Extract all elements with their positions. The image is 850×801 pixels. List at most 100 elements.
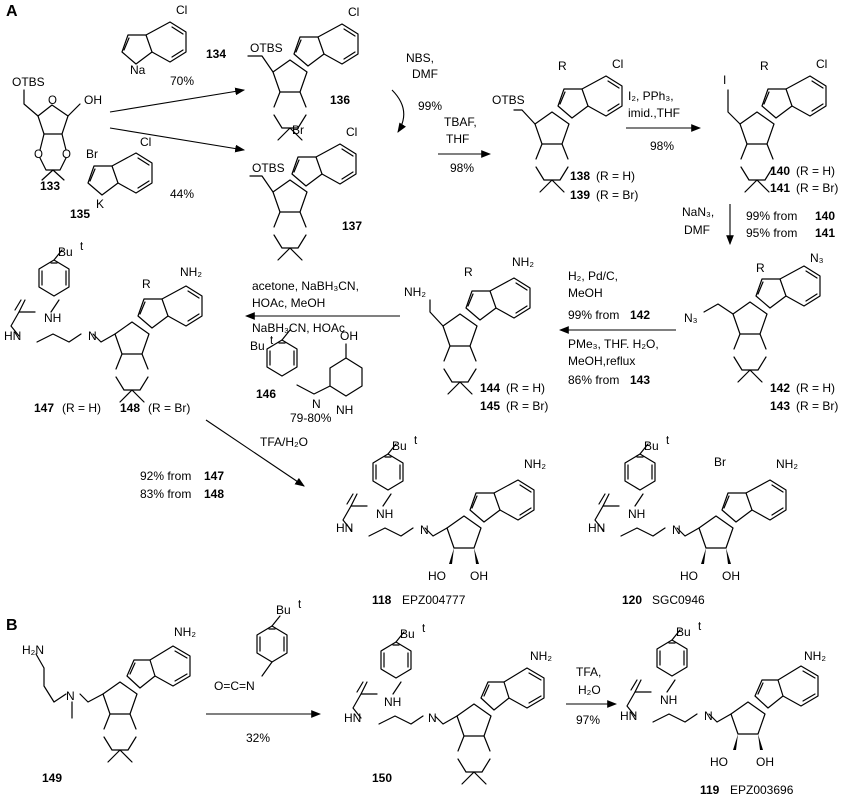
compound-118-structure: NH₂ Bu t NH HN N HO OH <box>336 435 546 583</box>
isocyanate-reagent-structure: Bu t O=C=N <box>214 599 302 693</box>
atom-n3: N₃ <box>684 311 698 325</box>
compound-149-structure: NH₂ H₂N N <box>22 625 196 763</box>
atom-bu: Bu <box>400 627 415 641</box>
compound-136-structure: OTBS Cl <box>247 5 359 141</box>
atom-ho: HO <box>710 755 728 769</box>
condition-nbs: NBS, <box>406 51 434 65</box>
atom-t: t <box>298 599 302 611</box>
atom-bu: Bu <box>58 245 73 259</box>
name-epz003696: EPZ003696 <box>730 783 794 797</box>
compound-label-149: 149 <box>42 771 62 785</box>
condition-nan3: NaN₃, <box>682 205 714 219</box>
atom-nh2: NH₂ <box>512 255 534 269</box>
atom-t: t <box>270 335 274 347</box>
compound-ref-140: 140 <box>815 209 835 223</box>
yield-98a: 98% <box>450 161 474 175</box>
compound-150-structure: NH₂ Bu t NH HN N <box>344 623 552 785</box>
atom-k: K <box>96 197 104 211</box>
atom-otbs: OTBS <box>12 75 45 89</box>
atom-oh: OH <box>470 569 488 583</box>
yield-95-from: 95% from <box>746 226 797 240</box>
arrow-136-to-137 <box>391 89 406 133</box>
atom-nh2: NH₂ <box>530 649 552 663</box>
compound-label-136: 136 <box>330 93 350 107</box>
atom-nh2: NH₂ <box>524 457 546 471</box>
compound-label-145: 145 <box>480 399 500 413</box>
arrow-133-to-137 <box>109 127 246 153</box>
compound-label-144: 144 <box>480 381 500 395</box>
atom-nh: NH <box>660 693 677 707</box>
atom-n: N <box>428 711 437 725</box>
compound-ref-148: 148 <box>204 487 224 501</box>
r-label-br: (R = Br) <box>148 401 190 415</box>
compound-label-133: 133 <box>40 179 60 193</box>
atom-n: N <box>420 523 429 537</box>
atom-i: I <box>723 73 726 87</box>
atom-nh: NH <box>44 311 61 325</box>
atom-r: R <box>558 59 567 73</box>
r-label-h: (R = H) <box>596 169 635 183</box>
atom-o: O <box>34 149 43 161</box>
condition-dmf2: DMF <box>684 223 710 237</box>
condition-h2o-b: H₂O <box>578 683 601 697</box>
yield-98b: 98% <box>650 139 674 153</box>
compound-146-structure: Bu t OH N NH <box>250 329 363 417</box>
compound-label-134: 134 <box>206 47 226 61</box>
r-label-h: (R = H) <box>62 401 101 415</box>
compound-134-structure <box>121 21 187 65</box>
yield-44: 44% <box>170 187 194 201</box>
r-label-h: (R = H) <box>796 164 835 178</box>
yield-97: 97% <box>576 713 600 727</box>
atom-na: Na <box>130 63 146 77</box>
compound-ref-143: 143 <box>630 373 650 387</box>
compound-140-141-structure: I R Cl <box>723 57 827 193</box>
atom-n: N <box>672 523 681 537</box>
atom-t: t <box>422 623 426 635</box>
yield-79-80: 79-80% <box>290 411 332 425</box>
atom-nh2: NH₂ <box>804 649 826 663</box>
compound-label-142: 142 <box>770 381 790 395</box>
atom-nh2: NH₂ <box>776 457 798 471</box>
condition-tfa-b: TFA, <box>576 665 601 679</box>
condition-i2: I₂, PPh₃, <box>628 89 674 103</box>
yield-70: 70% <box>170 74 194 88</box>
yield-86-from: 86% from <box>568 373 619 387</box>
atom-nh2: NH₂ <box>180 265 202 279</box>
yield-92-from: 92% from <box>140 469 191 483</box>
compound-label-137: 137 <box>342 219 362 233</box>
compound-label-140: 140 <box>770 164 790 178</box>
compound-ref-141: 141 <box>815 226 835 240</box>
name-sgc0946: SGC0946 <box>652 593 705 607</box>
atom-cl: Cl <box>612 57 623 71</box>
atom-cl: Cl <box>346 125 357 139</box>
compound-label-141: 141 <box>770 181 790 195</box>
compound-ref-142: 142 <box>630 308 650 322</box>
condition-tfa: TFA/H₂O <box>260 435 308 449</box>
atom-nh: NH <box>376 507 393 521</box>
compound-120-structure: Br NH₂ Bu t NH HN N HO OH <box>588 435 798 583</box>
atom-nh2: NH₂ <box>404 285 426 299</box>
atom-t: t <box>698 621 702 633</box>
compound-label-148: 148 <box>120 401 140 415</box>
panel-a-label: A <box>6 3 18 20</box>
atom-n: N <box>88 329 97 343</box>
condition-dmf: DMF <box>412 67 438 81</box>
atom-nh: NH <box>628 507 645 521</box>
atom-bu: Bu <box>250 339 265 353</box>
atom-ho: HO <box>428 569 446 583</box>
compound-label-147: 147 <box>34 401 54 415</box>
condition-tbaf: TBAF, <box>444 115 477 129</box>
atom-oh: OH <box>340 329 358 343</box>
condition-meoh: MeOH <box>568 286 603 300</box>
atom-hn: HN <box>588 521 605 535</box>
atom-nh: NH <box>336 403 353 417</box>
name-epz004777: EPZ004777 <box>402 593 466 607</box>
condition-h2pd: H₂, Pd/C, <box>568 269 618 283</box>
condition-nabh3cn: NaBH₃CN, HOAc <box>252 321 345 335</box>
atom-n: N <box>704 709 713 723</box>
condition-imid: imid.,THF <box>628 106 680 120</box>
atom-o: O <box>62 149 71 161</box>
atom-o: O <box>48 95 57 107</box>
atom-hn: HN <box>336 521 353 535</box>
